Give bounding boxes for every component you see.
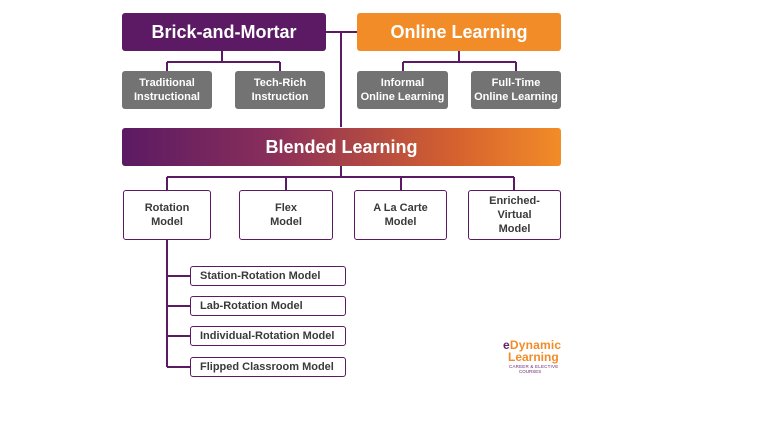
full-time-online-learning-box: Full-Time Online Learning [471,71,561,109]
lab-rotation-model-box: Lab-Rotation Model [190,296,346,316]
rotation-model-label: Rotation Model [144,202,190,228]
logo-brand-rest: Dynamic [509,338,562,352]
online-learning-label: Online Learning [390,21,528,42]
enriched-virtual-model-box: Enriched- Virtual Model [468,190,561,240]
flipped-classroom-model-box: Flipped Classroom Model [190,357,346,377]
blended-learning-box: Blended Learning [122,128,561,166]
logo-brand-line: eDynamic [503,338,561,352]
a-la-carte-model-label: A La Carte Model [373,202,428,228]
informal-online-learning-label: Informal Online Learning [360,77,445,103]
rotation-model-box: Rotation Model [123,190,211,240]
tech-rich-instruction-label: Tech-Rich Instruction [251,77,309,103]
brick-and-mortar-label: Brick-and-Mortar [151,21,297,42]
brick-and-mortar-box: Brick-and-Mortar [122,13,326,51]
station-rotation-model-label: Station-Rotation Model [200,270,321,282]
a-la-carte-model-box: A La Carte Model [354,190,447,240]
station-rotation-model-box: Station-Rotation Model [190,266,346,286]
individual-rotation-model-label: Individual-Rotation Model [200,330,335,342]
individual-rotation-model-box: Individual-Rotation Model [190,326,346,346]
full-time-online-learning-label: Full-Time Online Learning [474,77,558,103]
tech-rich-instruction-box: Tech-Rich Instruction [235,71,325,109]
lab-rotation-model-label: Lab-Rotation Model [200,300,303,312]
logo-brand-line2: Learning [508,350,559,364]
flipped-classroom-model-label: Flipped Classroom Model [200,361,334,373]
blended-learning-label: Blended Learning [265,136,418,157]
edynamic-learning-logo: eDynamic Learning CAREER & ELECTIVE COUR… [503,338,561,374]
flex-model-label: Flex Model [270,202,302,228]
informal-online-learning-box: Informal Online Learning [357,71,448,109]
traditional-instructional-label: Traditional Instructional [133,77,200,103]
logo-brand-e: e [503,338,510,352]
logo-tagline2: COURSES [519,369,542,374]
online-learning-box: Online Learning [357,13,561,51]
flex-model-box: Flex Model [239,190,333,240]
logo-tagline1: CAREER & ELECTIVE [509,364,559,369]
traditional-instructional-box: Traditional Instructional [122,71,212,109]
enriched-virtual-model-label: Enriched- Virtual Model [489,195,540,235]
